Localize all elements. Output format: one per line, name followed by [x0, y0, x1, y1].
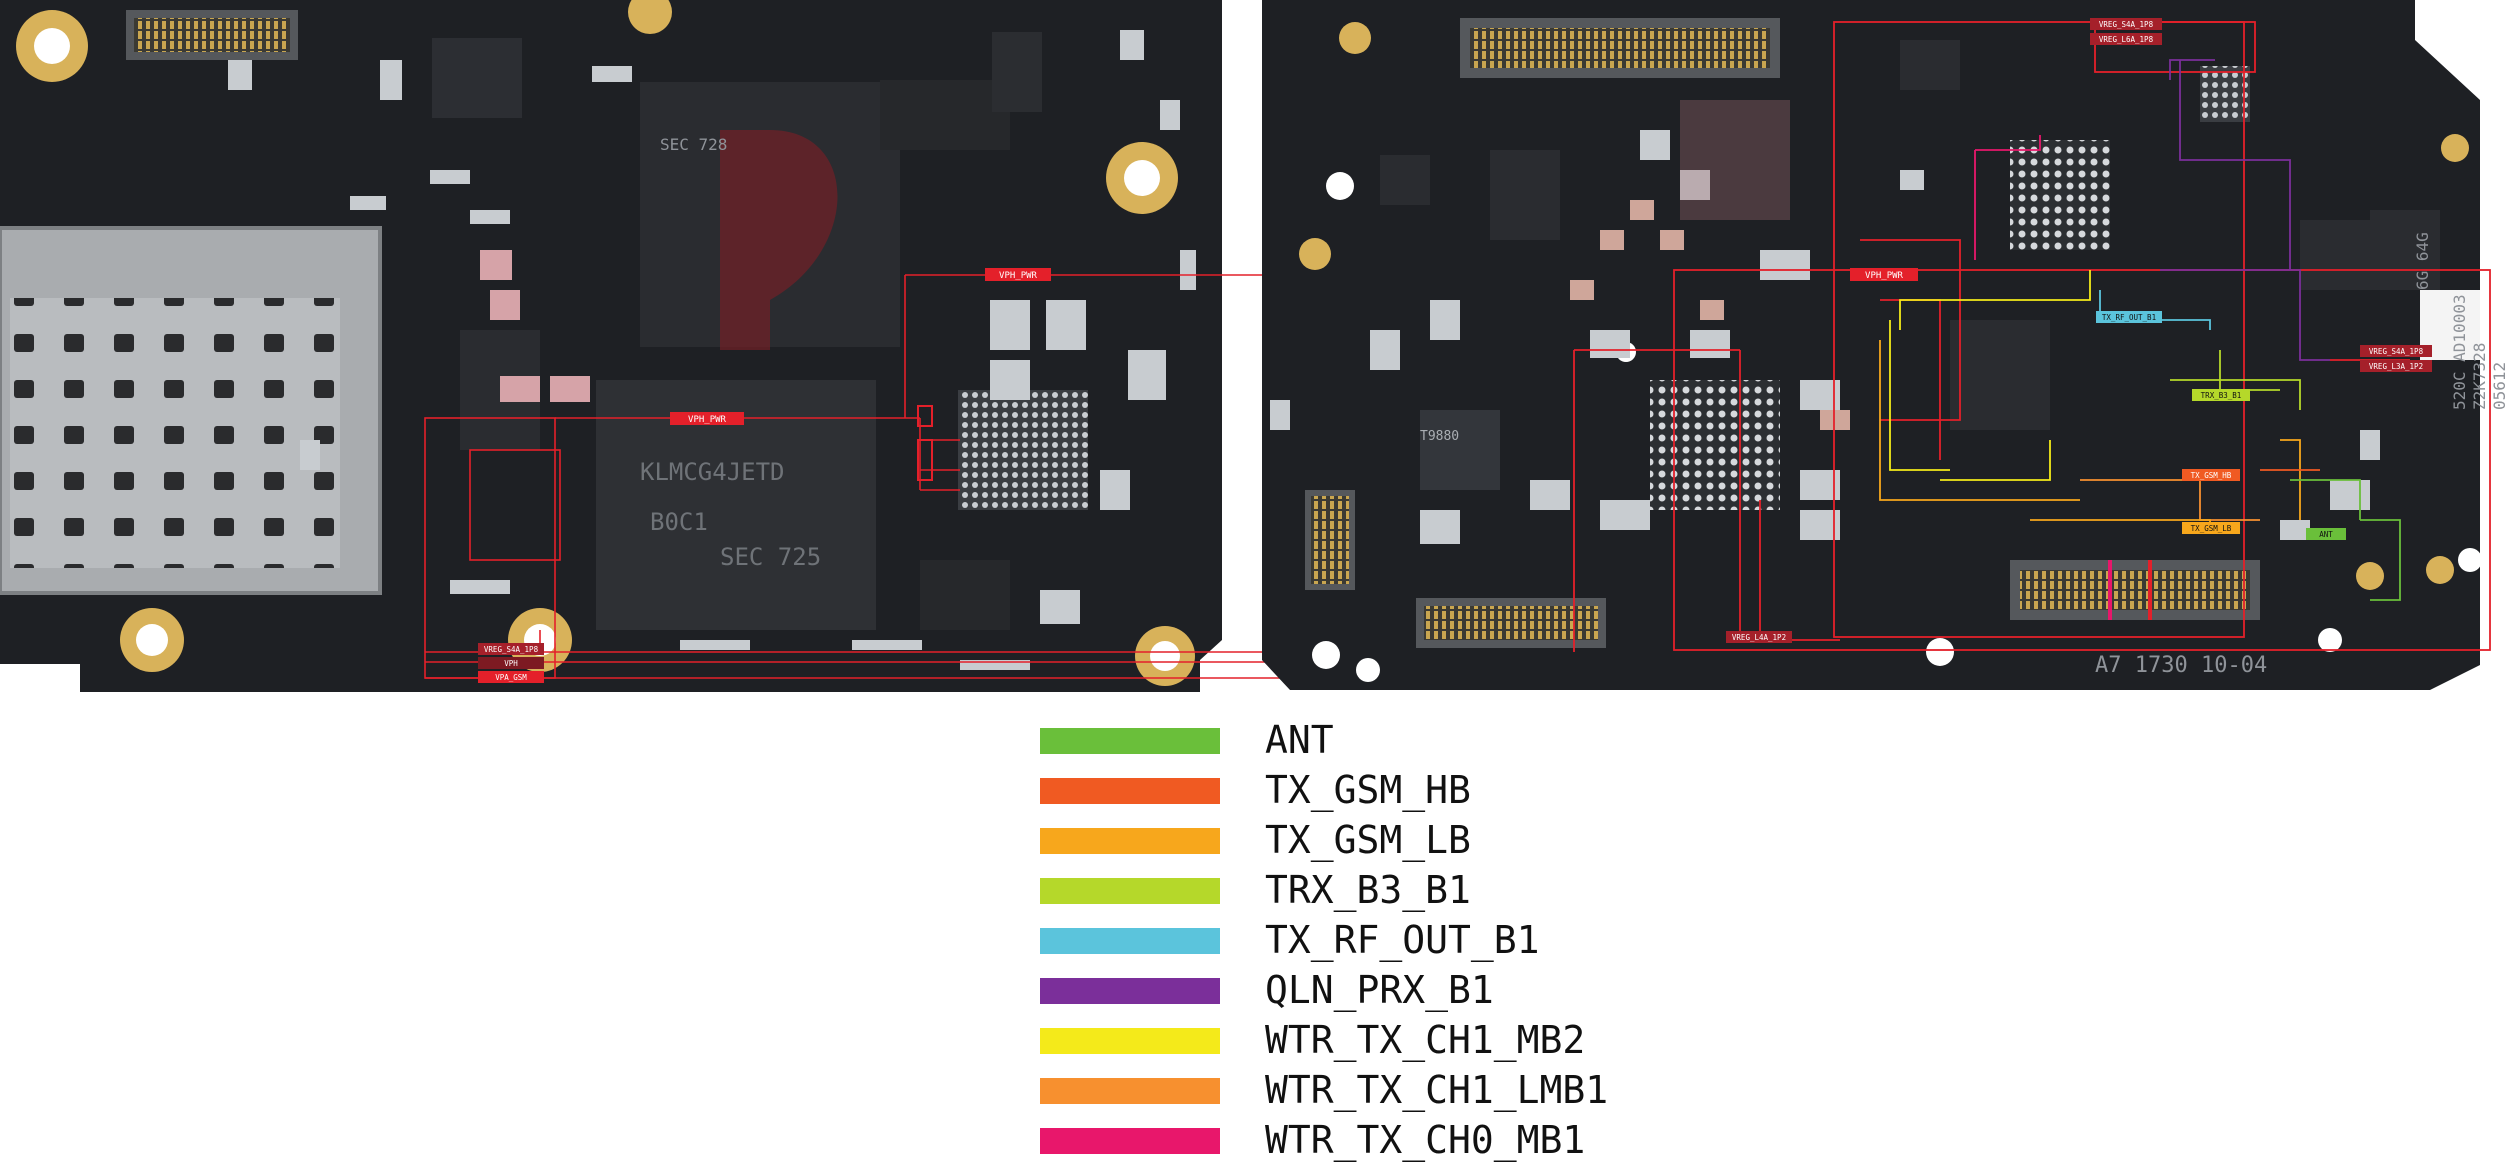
- silk-chip-mark-2: KLMCG4JETD: [640, 458, 785, 486]
- label-tx-rf-out-b1: TX_RF_OUT_B1: [2102, 313, 2156, 322]
- label-vph-pwr-top: VPH_PWR: [999, 271, 1038, 281]
- label-vpa-gsm: VPA_GSM: [495, 673, 527, 682]
- legend-label-ant: ANT: [1265, 718, 1334, 762]
- legend-swatch-ant: [1040, 728, 1220, 754]
- label-vreg-s4a-1p8-left: VREG_S4A_1P8: [484, 645, 539, 654]
- legend-swatch-wtr-tx-ch0-mb1: [1040, 1128, 1220, 1154]
- legend-label-wtr-tx-ch1-lmb1: WTR_TX_CH1_LMB1: [1265, 1068, 1609, 1112]
- legend-label-tx-rf-out-b1: TX_RF_OUT_B1: [1265, 918, 1540, 962]
- label-vreg-l3a-1p2: VREG_L3A_1P2: [2369, 362, 2423, 371]
- legend-label-wtr-tx-ch0-mb1: WTR_TX_CH0_MB1: [1265, 1118, 1586, 1162]
- legend-swatch-qln-prx-b1: [1040, 978, 1220, 1004]
- legend-label-trx-b3-b1: TRX_B3_B1: [1265, 868, 1471, 912]
- label-vph-pwr-mid: VPH_PWR: [688, 415, 727, 425]
- rf-transceiver-chip: [1650, 380, 1780, 510]
- legend-swatch-wtr-tx-ch1-lmb1: [1040, 1078, 1220, 1104]
- label-ant: ANT: [2319, 530, 2333, 539]
- left-board: VPH_PWR VPH_PWR VREG_S4A_1P8 VPH VPA_GSM…: [0, 0, 1560, 692]
- legend-label-wtr-tx-ch1-mb2: WTR_TX_CH1_MB2: [1265, 1018, 1586, 1062]
- modem-chip: [2010, 140, 2110, 250]
- left-net-labels: VPH_PWR VPH_PWR VREG_S4A_1P8 VPH VPA_GSM: [478, 268, 1051, 683]
- legend-label-tx-gsm-lb: TX_GSM_LB: [1265, 818, 1471, 862]
- silk-chip-mark-1: SEC 728: [660, 135, 727, 154]
- right-net-traces: [1573, 21, 2491, 652]
- label-vph: VPH: [504, 659, 518, 668]
- legend-swatch-tx-gsm-lb: [1040, 828, 1220, 854]
- silk-side-code-2: Z2K7328: [2470, 343, 2489, 410]
- legend-swatch-wtr-tx-ch1-mb2: [1040, 1028, 1220, 1054]
- silk-mem-size: 6G 64G: [2413, 232, 2432, 290]
- silk-chip-mark-4: SEC 725: [720, 543, 821, 571]
- right-net-labels: VPH_PWR VREG_S4A_1P8 VREG_L6A_1P8 VREG_S…: [1726, 18, 2432, 643]
- label-vreg-s4a-1p8-top: VREG_S4A_1P8: [2099, 20, 2154, 29]
- label-vreg-l6a-1p8: VREG_L6A_1P8: [2099, 35, 2154, 44]
- label-vreg-l4a-1p2: VREG_L4A_1P2: [1732, 633, 1786, 642]
- legend-label-tx-gsm-hb: TX_GSM_HB: [1265, 768, 1471, 812]
- label-vreg-s4a-1p8-side: VREG_S4A_1P8: [2369, 347, 2424, 356]
- legend-swatch-tx-rf-out-b1: [1040, 928, 1220, 954]
- pcb-diagram: VPH_PWR VPH_PWR VREG_S4A_1P8 VPH VPA_GSM…: [0, 0, 2519, 692]
- silk-side-code-3: 05612: [2490, 362, 2509, 410]
- pmic-chip: [958, 390, 1088, 510]
- label-trx-b3-b1: TRX_B3_B1: [2201, 391, 2242, 400]
- silk-ic-mark: T9880: [1420, 429, 1459, 444]
- silk-side-code-1: 520C AD10003: [2450, 294, 2469, 410]
- label-tx-gsm-hb: TX_GSM_HB: [2191, 471, 2232, 480]
- right-board: VPH_PWR VREG_S4A_1P8 VREG_L6A_1P8 VREG_S…: [1262, 0, 2519, 690]
- label-tx-gsm-lb: TX_GSM_LB: [2191, 524, 2232, 533]
- label-vph-pwr-right: VPH_PWR: [1865, 271, 1904, 281]
- silk-chip-mark-3: B0C1: [650, 508, 708, 536]
- silk-board-id: A7 1730 10-04: [2095, 653, 2267, 678]
- legend-swatch-tx-gsm-hb: [1040, 778, 1220, 804]
- legend-swatch-trx-b3-b1: [1040, 878, 1220, 904]
- legend-label-qln-prx-b1: QLN_PRX_B1: [1265, 968, 1494, 1012]
